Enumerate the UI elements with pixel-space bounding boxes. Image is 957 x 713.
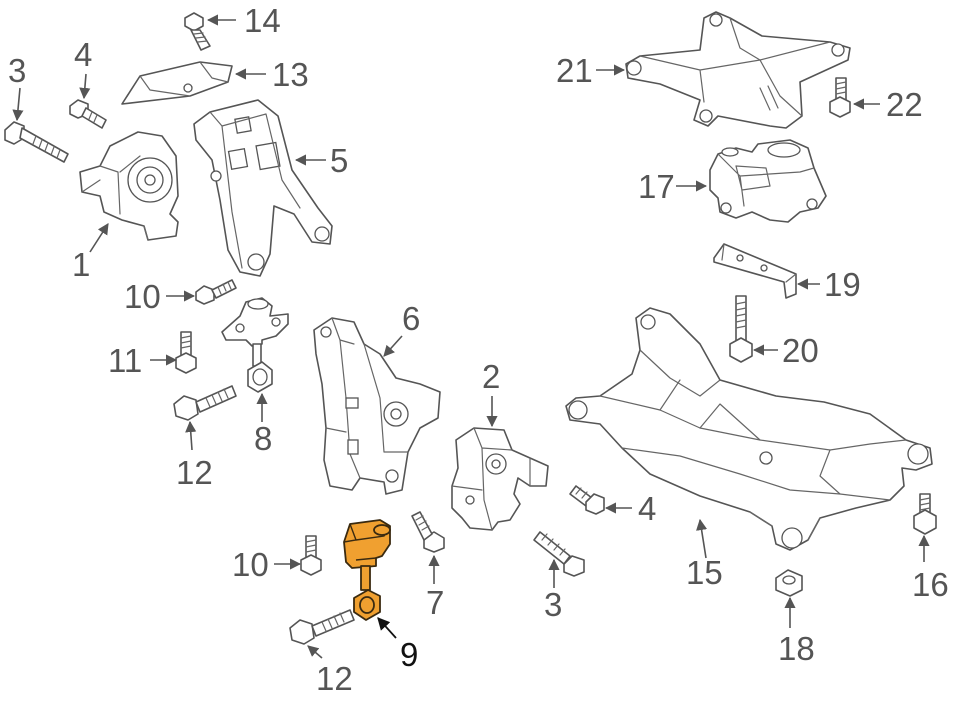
part-2-mount[interactable] bbox=[451, 427, 549, 531]
part-14-bolt[interactable] bbox=[184, 12, 211, 51]
part-12-bolt-lower[interactable] bbox=[289, 609, 355, 645]
callout-13: 13 bbox=[272, 56, 309, 93]
part-15-subframe[interactable] bbox=[565, 307, 933, 551]
callout-14: 14 bbox=[244, 2, 281, 39]
callout-16: 16 bbox=[912, 566, 949, 603]
part-3-bolt-upper[interactable] bbox=[4, 121, 69, 163]
callout-2: 2 bbox=[482, 358, 500, 395]
callout-8: 8 bbox=[254, 420, 272, 457]
callout-4-lower: 4 bbox=[638, 490, 656, 527]
callout-11: 11 bbox=[108, 342, 142, 379]
part-11-bolt[interactable] bbox=[175, 331, 197, 374]
callout-15: 15 bbox=[686, 554, 723, 591]
part-21-crossmember-bracket[interactable] bbox=[625, 11, 851, 129]
callout-17: 17 bbox=[638, 168, 675, 205]
part-18-nut[interactable] bbox=[775, 569, 803, 597]
leader-lines bbox=[12, 14, 930, 659]
callout-21: 21 bbox=[556, 52, 593, 89]
part-10-bolt-lower[interactable] bbox=[300, 535, 322, 576]
callout-3-lower: 3 bbox=[544, 586, 562, 623]
part-4-bolt-upper[interactable] bbox=[69, 99, 107, 129]
part-13-heat-shield[interactable] bbox=[121, 61, 233, 105]
part-1-engine-mount[interactable] bbox=[79, 131, 179, 241]
callout-6: 6 bbox=[402, 300, 420, 337]
callout-3-upper: 3 bbox=[8, 52, 26, 89]
callout-22: 22 bbox=[886, 86, 923, 123]
callout-1: 1 bbox=[72, 246, 90, 283]
callout-10-lower: 10 bbox=[232, 546, 269, 583]
callout-7: 7 bbox=[426, 584, 444, 621]
part-3-bolt-lower[interactable] bbox=[533, 531, 585, 577]
callout-19: 19 bbox=[824, 266, 861, 303]
part-17-transmission-mount[interactable] bbox=[709, 139, 827, 223]
callout-5: 5 bbox=[330, 142, 348, 179]
part-8-small-mount[interactable] bbox=[221, 297, 289, 393]
part-6-mount-bracket[interactable] bbox=[313, 317, 441, 495]
callout-9: 9 bbox=[400, 636, 418, 673]
callout-20: 20 bbox=[782, 332, 819, 369]
part-4-bolt-lower[interactable] bbox=[569, 485, 605, 515]
callout-12-upper: 12 bbox=[176, 454, 213, 491]
part-7-bolt[interactable] bbox=[411, 511, 445, 553]
part-22-bolt[interactable] bbox=[829, 77, 851, 118]
part-20-long-bolt[interactable] bbox=[729, 295, 753, 363]
callout-labels: 14 13 3 4 5 1 10 11 12 8 6 2 4 7 3 10 12… bbox=[8, 2, 949, 697]
part-19-bracket-strip[interactable] bbox=[713, 243, 797, 299]
callout-18: 18 bbox=[778, 630, 815, 667]
callout-10-upper: 10 bbox=[124, 278, 161, 315]
part-10-bolt-upper[interactable] bbox=[195, 279, 237, 305]
callout-12-lower: 12 bbox=[316, 660, 353, 697]
callout-4-upper: 4 bbox=[74, 36, 92, 73]
part-9-mount-highlighted[interactable] bbox=[343, 519, 391, 621]
part-5-bracket[interactable] bbox=[193, 99, 333, 277]
part-12-bolt-upper[interactable] bbox=[173, 385, 237, 421]
part-16-bolt[interactable] bbox=[913, 493, 937, 535]
